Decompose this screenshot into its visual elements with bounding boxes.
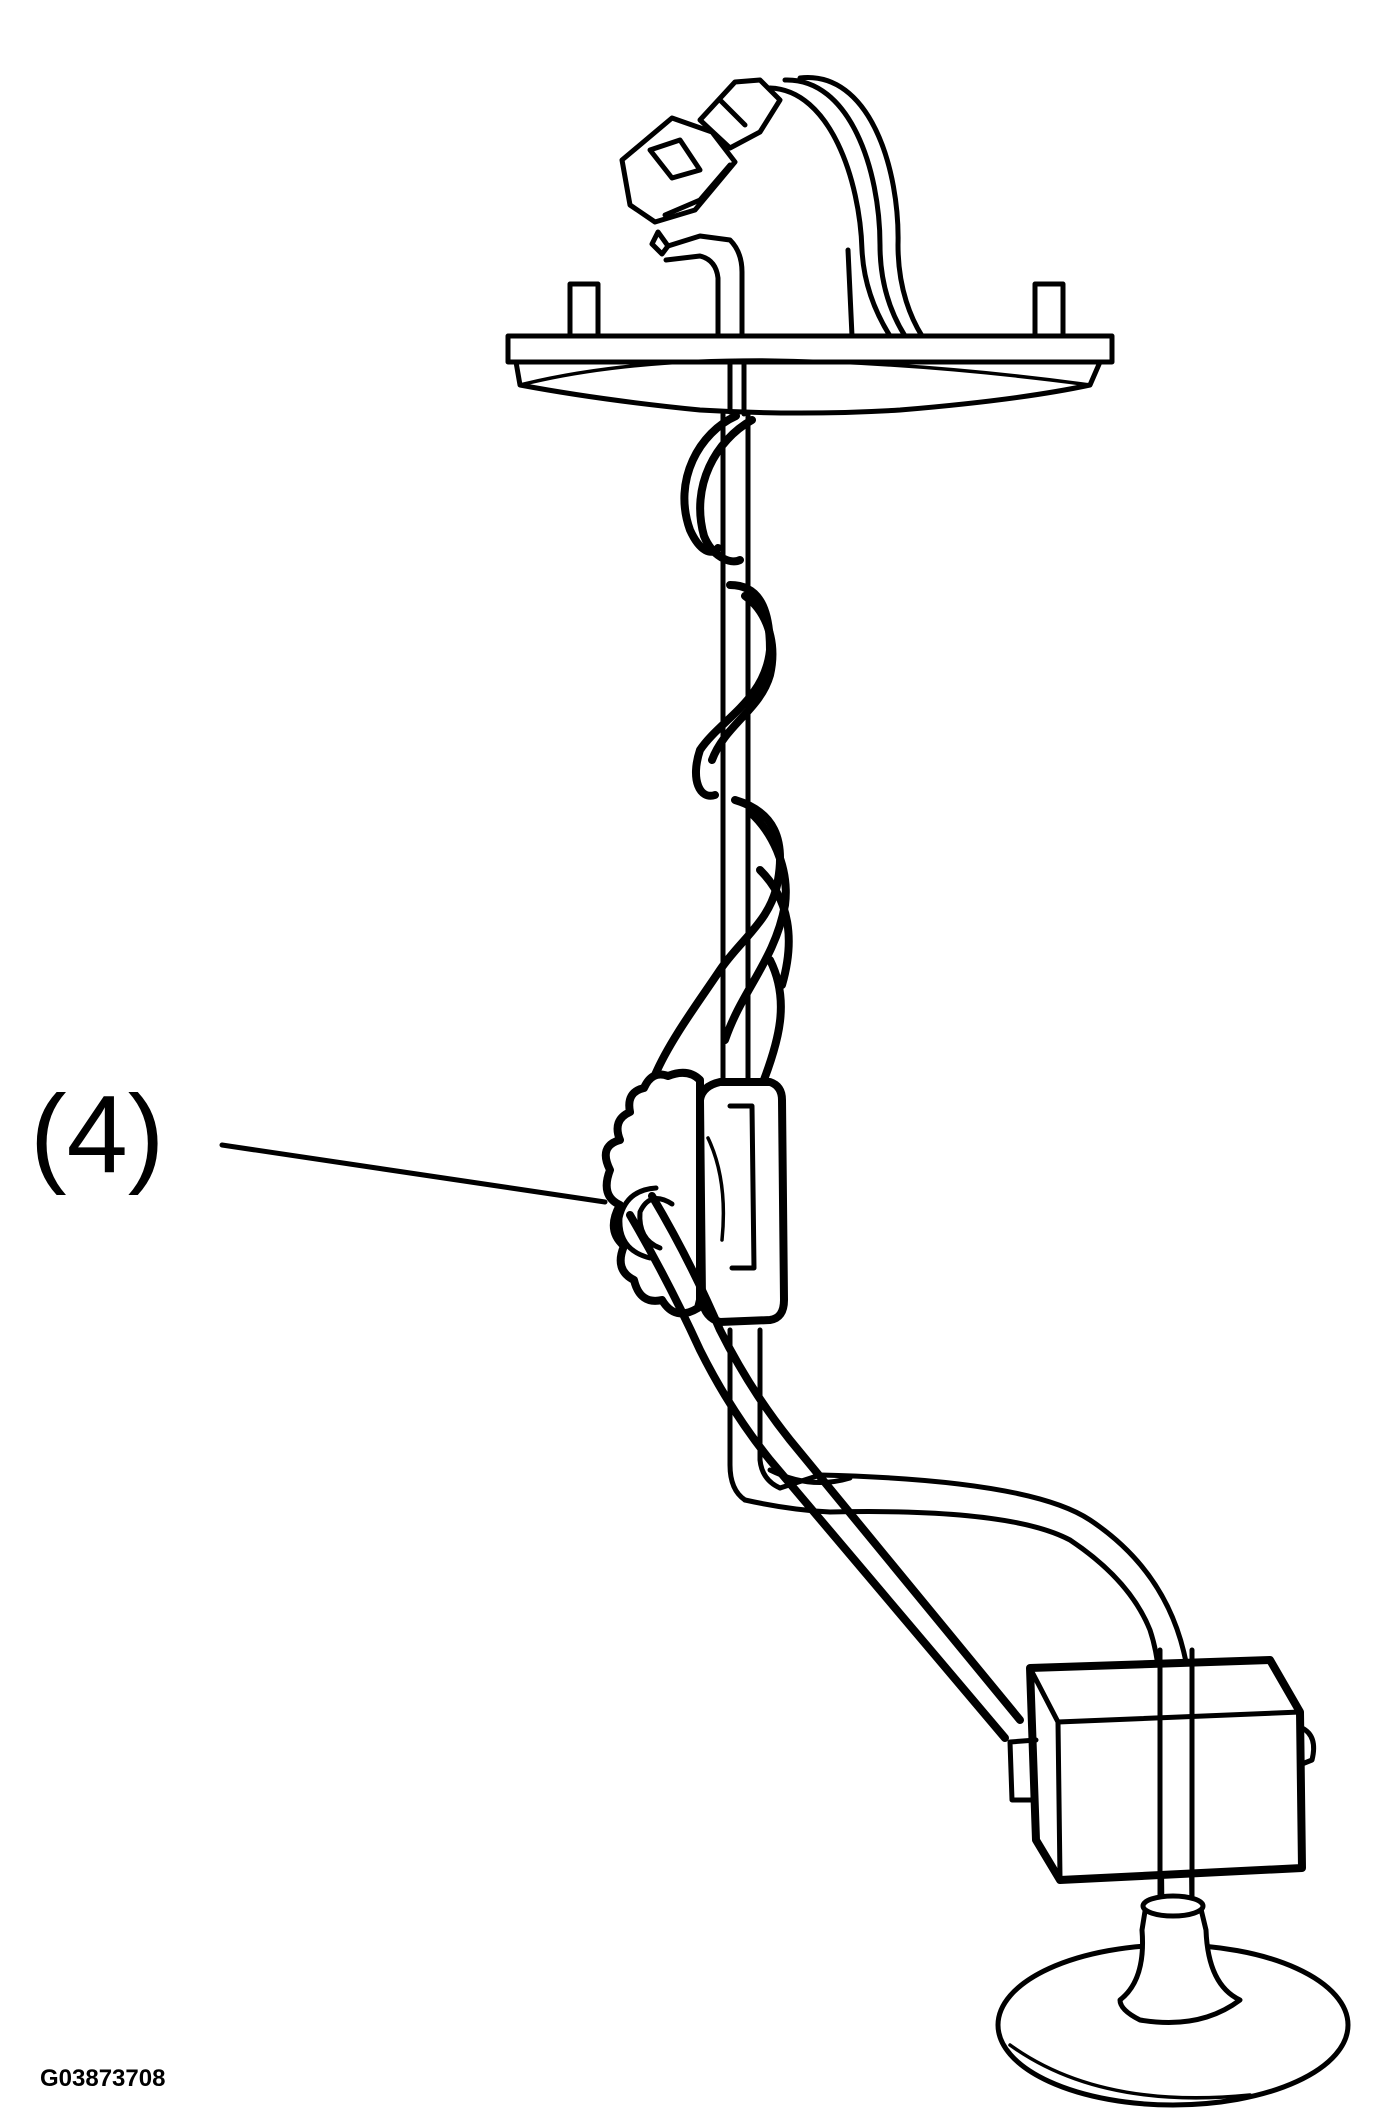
callout-label: (4) — [30, 1073, 164, 1196]
electrical-connector — [619, 77, 783, 225]
wire-harness-top — [767, 75, 925, 339]
outlet-pipe — [649, 229, 745, 339]
callout-4: (4) — [30, 1073, 608, 1205]
spiral-wire — [651, 412, 793, 1094]
suction-tube-front — [1157, 1647, 1195, 1923]
figure-id: G03873708 — [40, 2065, 165, 2092]
leader-line — [219, 1142, 608, 1205]
mounting-plate — [505, 281, 1115, 417]
float-arm — [626, 1192, 1024, 1742]
float — [1007, 1656, 1317, 1884]
sender-tube — [720, 411, 783, 1503]
suction-tube — [742, 1467, 1195, 1923]
fuel-strainer — [995, 1893, 1351, 2108]
gauge-body — [696, 1078, 788, 1326]
